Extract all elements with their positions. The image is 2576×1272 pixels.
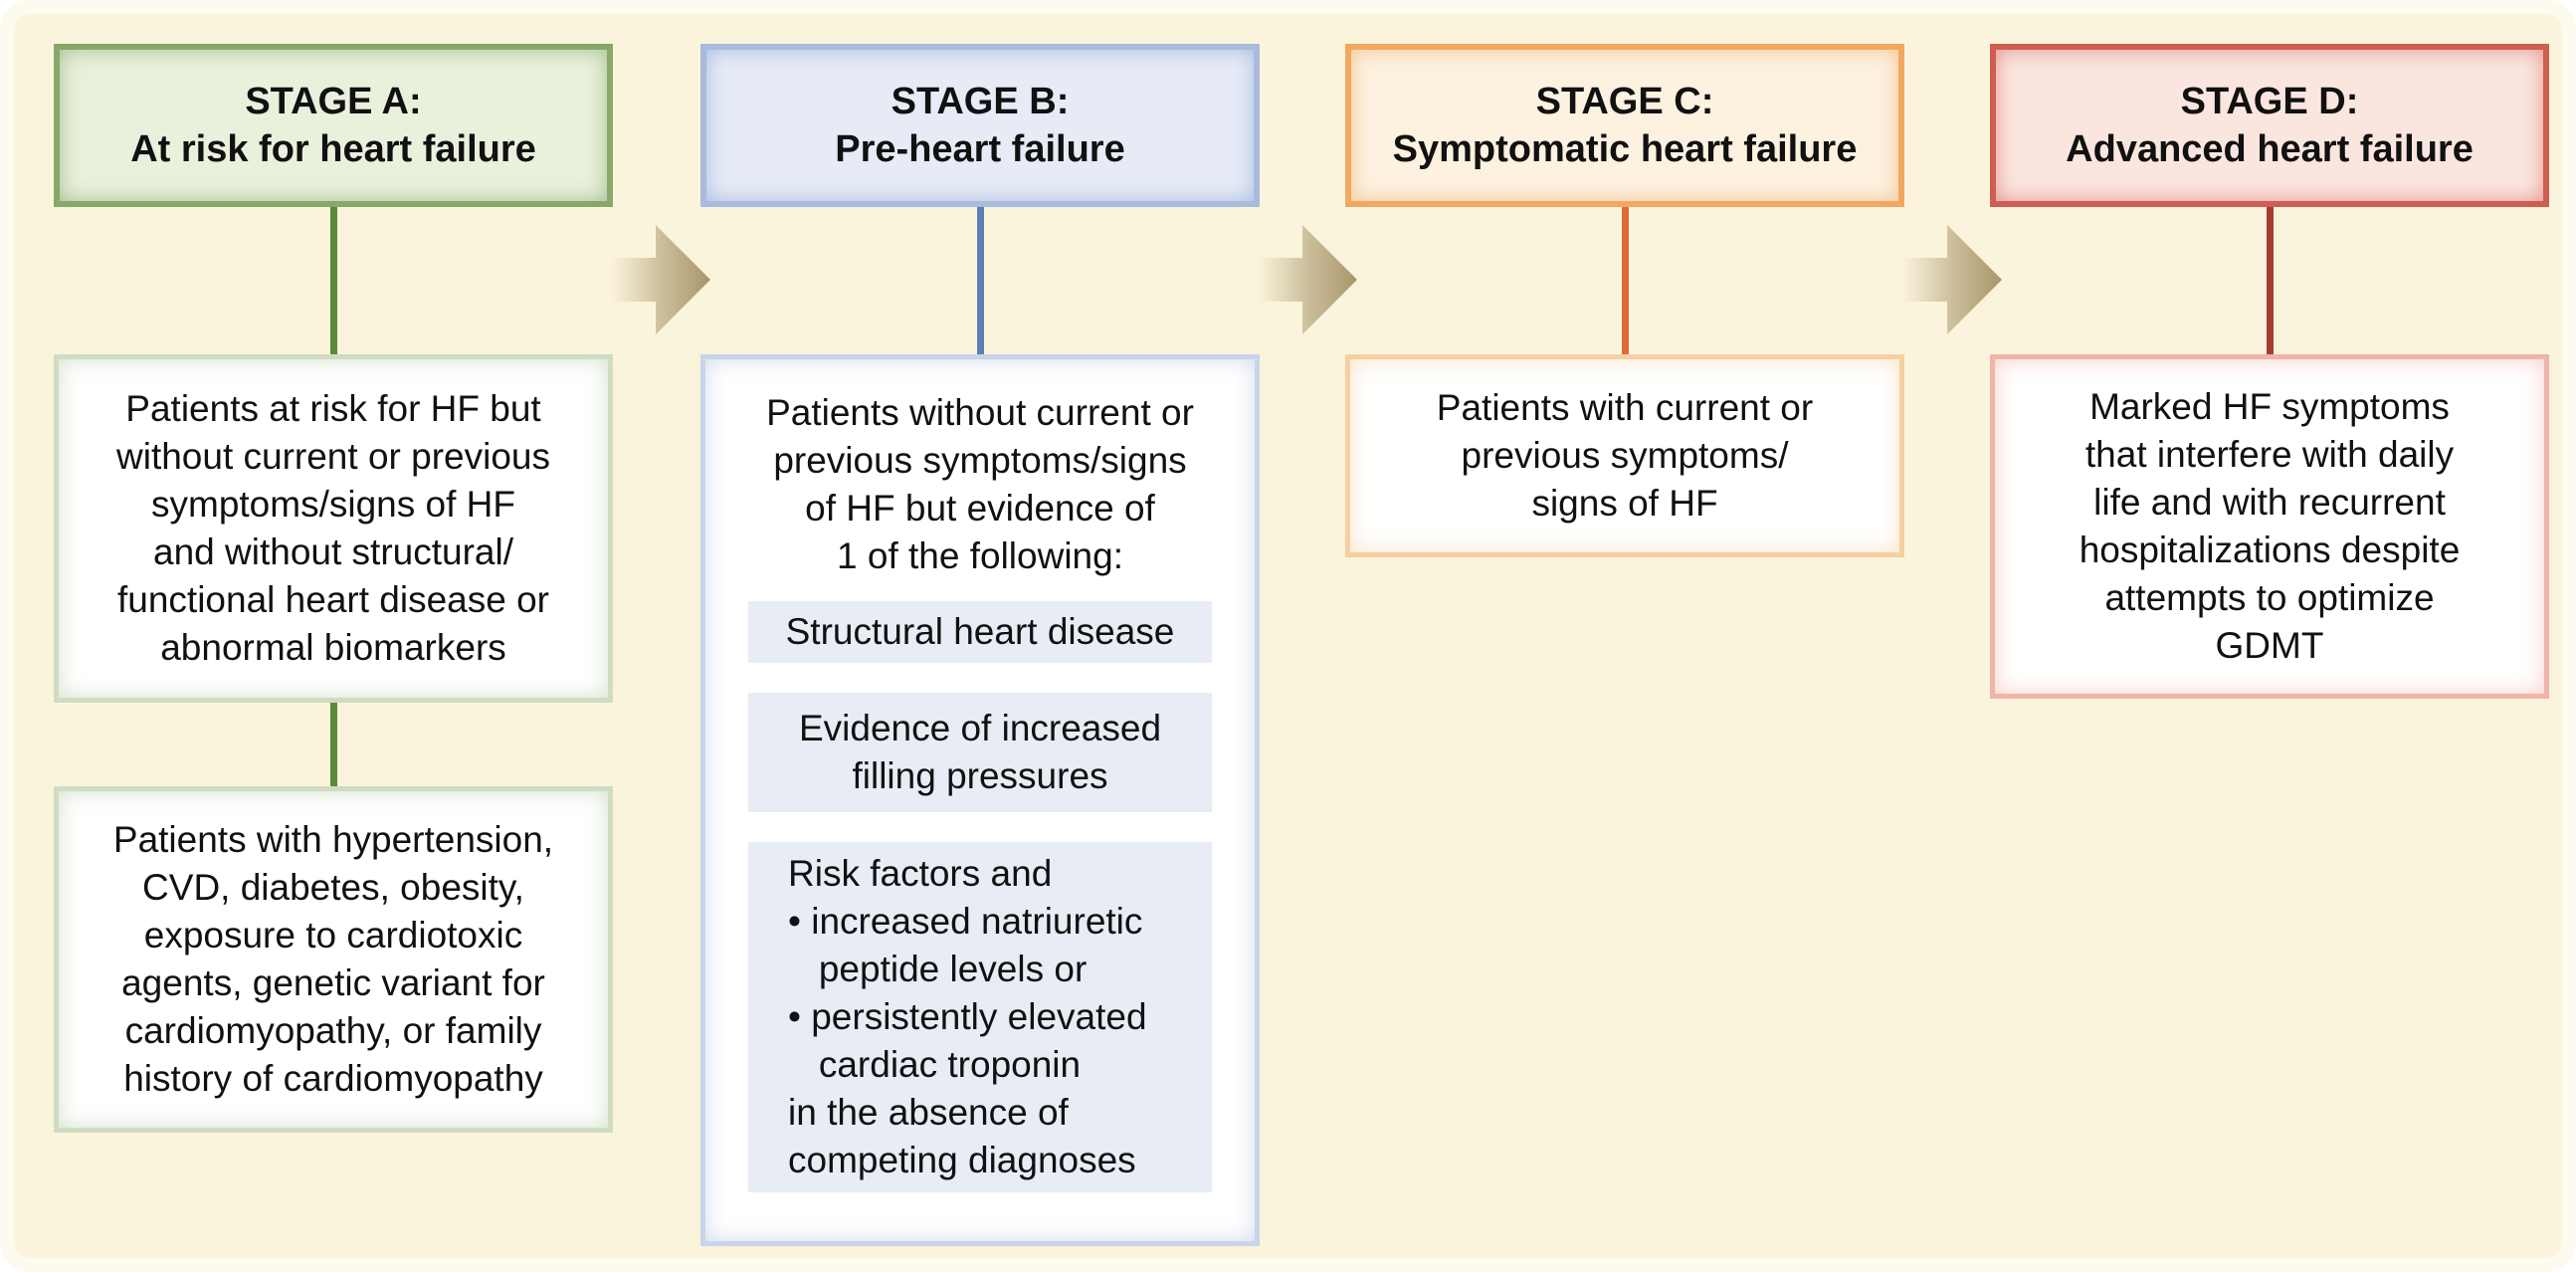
- stage-d-description: Marked HF symptoms that interfere with d…: [1990, 354, 2549, 699]
- stage-d-subtitle: Advanced heart failure: [2066, 128, 2474, 170]
- arrow-c-to-d: [1902, 225, 2002, 334]
- stage-a-title: STAGE A:: [245, 81, 422, 122]
- stage-a-subtitle: At risk for heart failure: [130, 128, 536, 170]
- stage-b-connector: [977, 207, 984, 354]
- stage-a-description: Patients at risk for HF but without curr…: [54, 354, 613, 703]
- stage-b-criterion-filling-pressures: Evidence of increased filling pressures: [748, 693, 1212, 812]
- stage-a-connector-1: [330, 207, 337, 354]
- stage-a-examples: Patients with hypertension, CVD, diabete…: [54, 786, 613, 1133]
- stage-b-header: STAGE B: Pre-heart failure: [700, 44, 1260, 207]
- stage-a-header: STAGE A: At risk for heart failure: [54, 44, 613, 207]
- stage-d-connector: [2267, 207, 2274, 354]
- arrow-a-to-b: [611, 225, 710, 334]
- stage-c-header: STAGE C: Symptomatic heart failure: [1345, 44, 1904, 207]
- stage-a-connector-2: [330, 703, 337, 786]
- arrow-b-to-c: [1258, 225, 1357, 334]
- stage-d-header: STAGE D: Advanced heart failure: [1990, 44, 2549, 207]
- stage-d-title: STAGE D:: [2180, 81, 2359, 122]
- stage-c-subtitle: Symptomatic heart failure: [1392, 128, 1858, 170]
- stage-c-title: STAGE C:: [1535, 81, 1714, 122]
- stage-b-subtitle: Pre-heart failure: [835, 128, 1125, 170]
- stage-b-title: STAGE B:: [891, 81, 1070, 122]
- stage-c-description: Patients with current or previous sympto…: [1345, 354, 1904, 557]
- stage-b-criterion-structural: Structural heart disease: [748, 601, 1212, 663]
- stage-b-criterion-risk-factors: Risk factors and • increased natriuretic…: [748, 842, 1212, 1192]
- stage-c-connector: [1622, 207, 1629, 354]
